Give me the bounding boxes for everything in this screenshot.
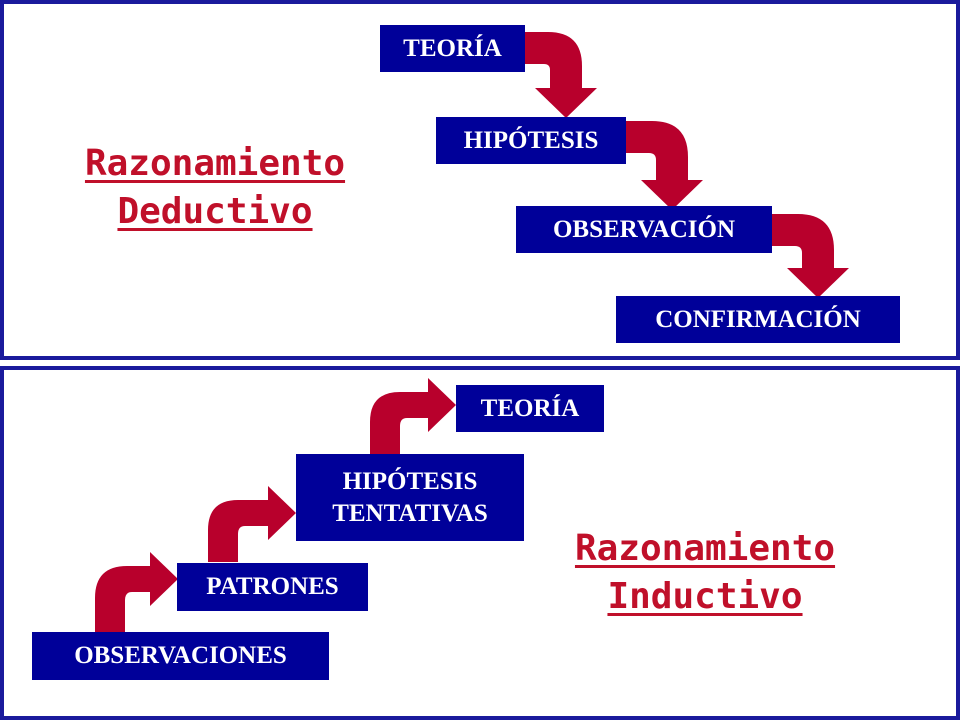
- deductive-title: Razonamiento Deductivo: [55, 140, 375, 236]
- deductive-step-observacion: OBSERVACIÓN: [516, 206, 772, 253]
- inductive-title: Razonamiento Inductivo: [545, 525, 865, 621]
- deductive-title-line1: Razonamiento: [84, 143, 346, 184]
- inductive-step-patrones: PATRONES: [177, 563, 368, 611]
- arrow-hipotesis-to-observacion: [626, 121, 703, 210]
- inductive-hipotesis-line1: HIPÓTESIS: [342, 468, 478, 496]
- deductive-step-hipotesis: HIPÓTESIS: [436, 117, 626, 164]
- arrow-teoria-to-hipotesis: [524, 32, 597, 118]
- deductive-title-line2: Deductivo: [117, 191, 313, 232]
- inductive-hipotesis-line2: TENTATIVAS: [332, 499, 488, 527]
- deductive-step-confirmacion: CONFIRMACIÓN: [616, 296, 900, 343]
- deductive-step-teoria: TEORÍA: [380, 25, 525, 72]
- arrow-observacion-to-confirmacion: [772, 214, 849, 298]
- inductive-step-hipotesis-tentativas: HIPÓTESIS TENTATIVAS: [296, 454, 524, 541]
- inductive-title-line1: Razonamiento: [574, 528, 836, 569]
- arrow-patrones-to-hipotesis: [208, 486, 296, 562]
- inductive-step-observaciones: OBSERVACIONES: [32, 632, 329, 680]
- arrow-hipotesis-to-teoria: [370, 378, 456, 454]
- inductive-step-teoria: TEORÍA: [456, 385, 604, 432]
- arrow-observaciones-to-patrones: [95, 552, 178, 632]
- inductive-title-line2: Inductivo: [607, 576, 803, 617]
